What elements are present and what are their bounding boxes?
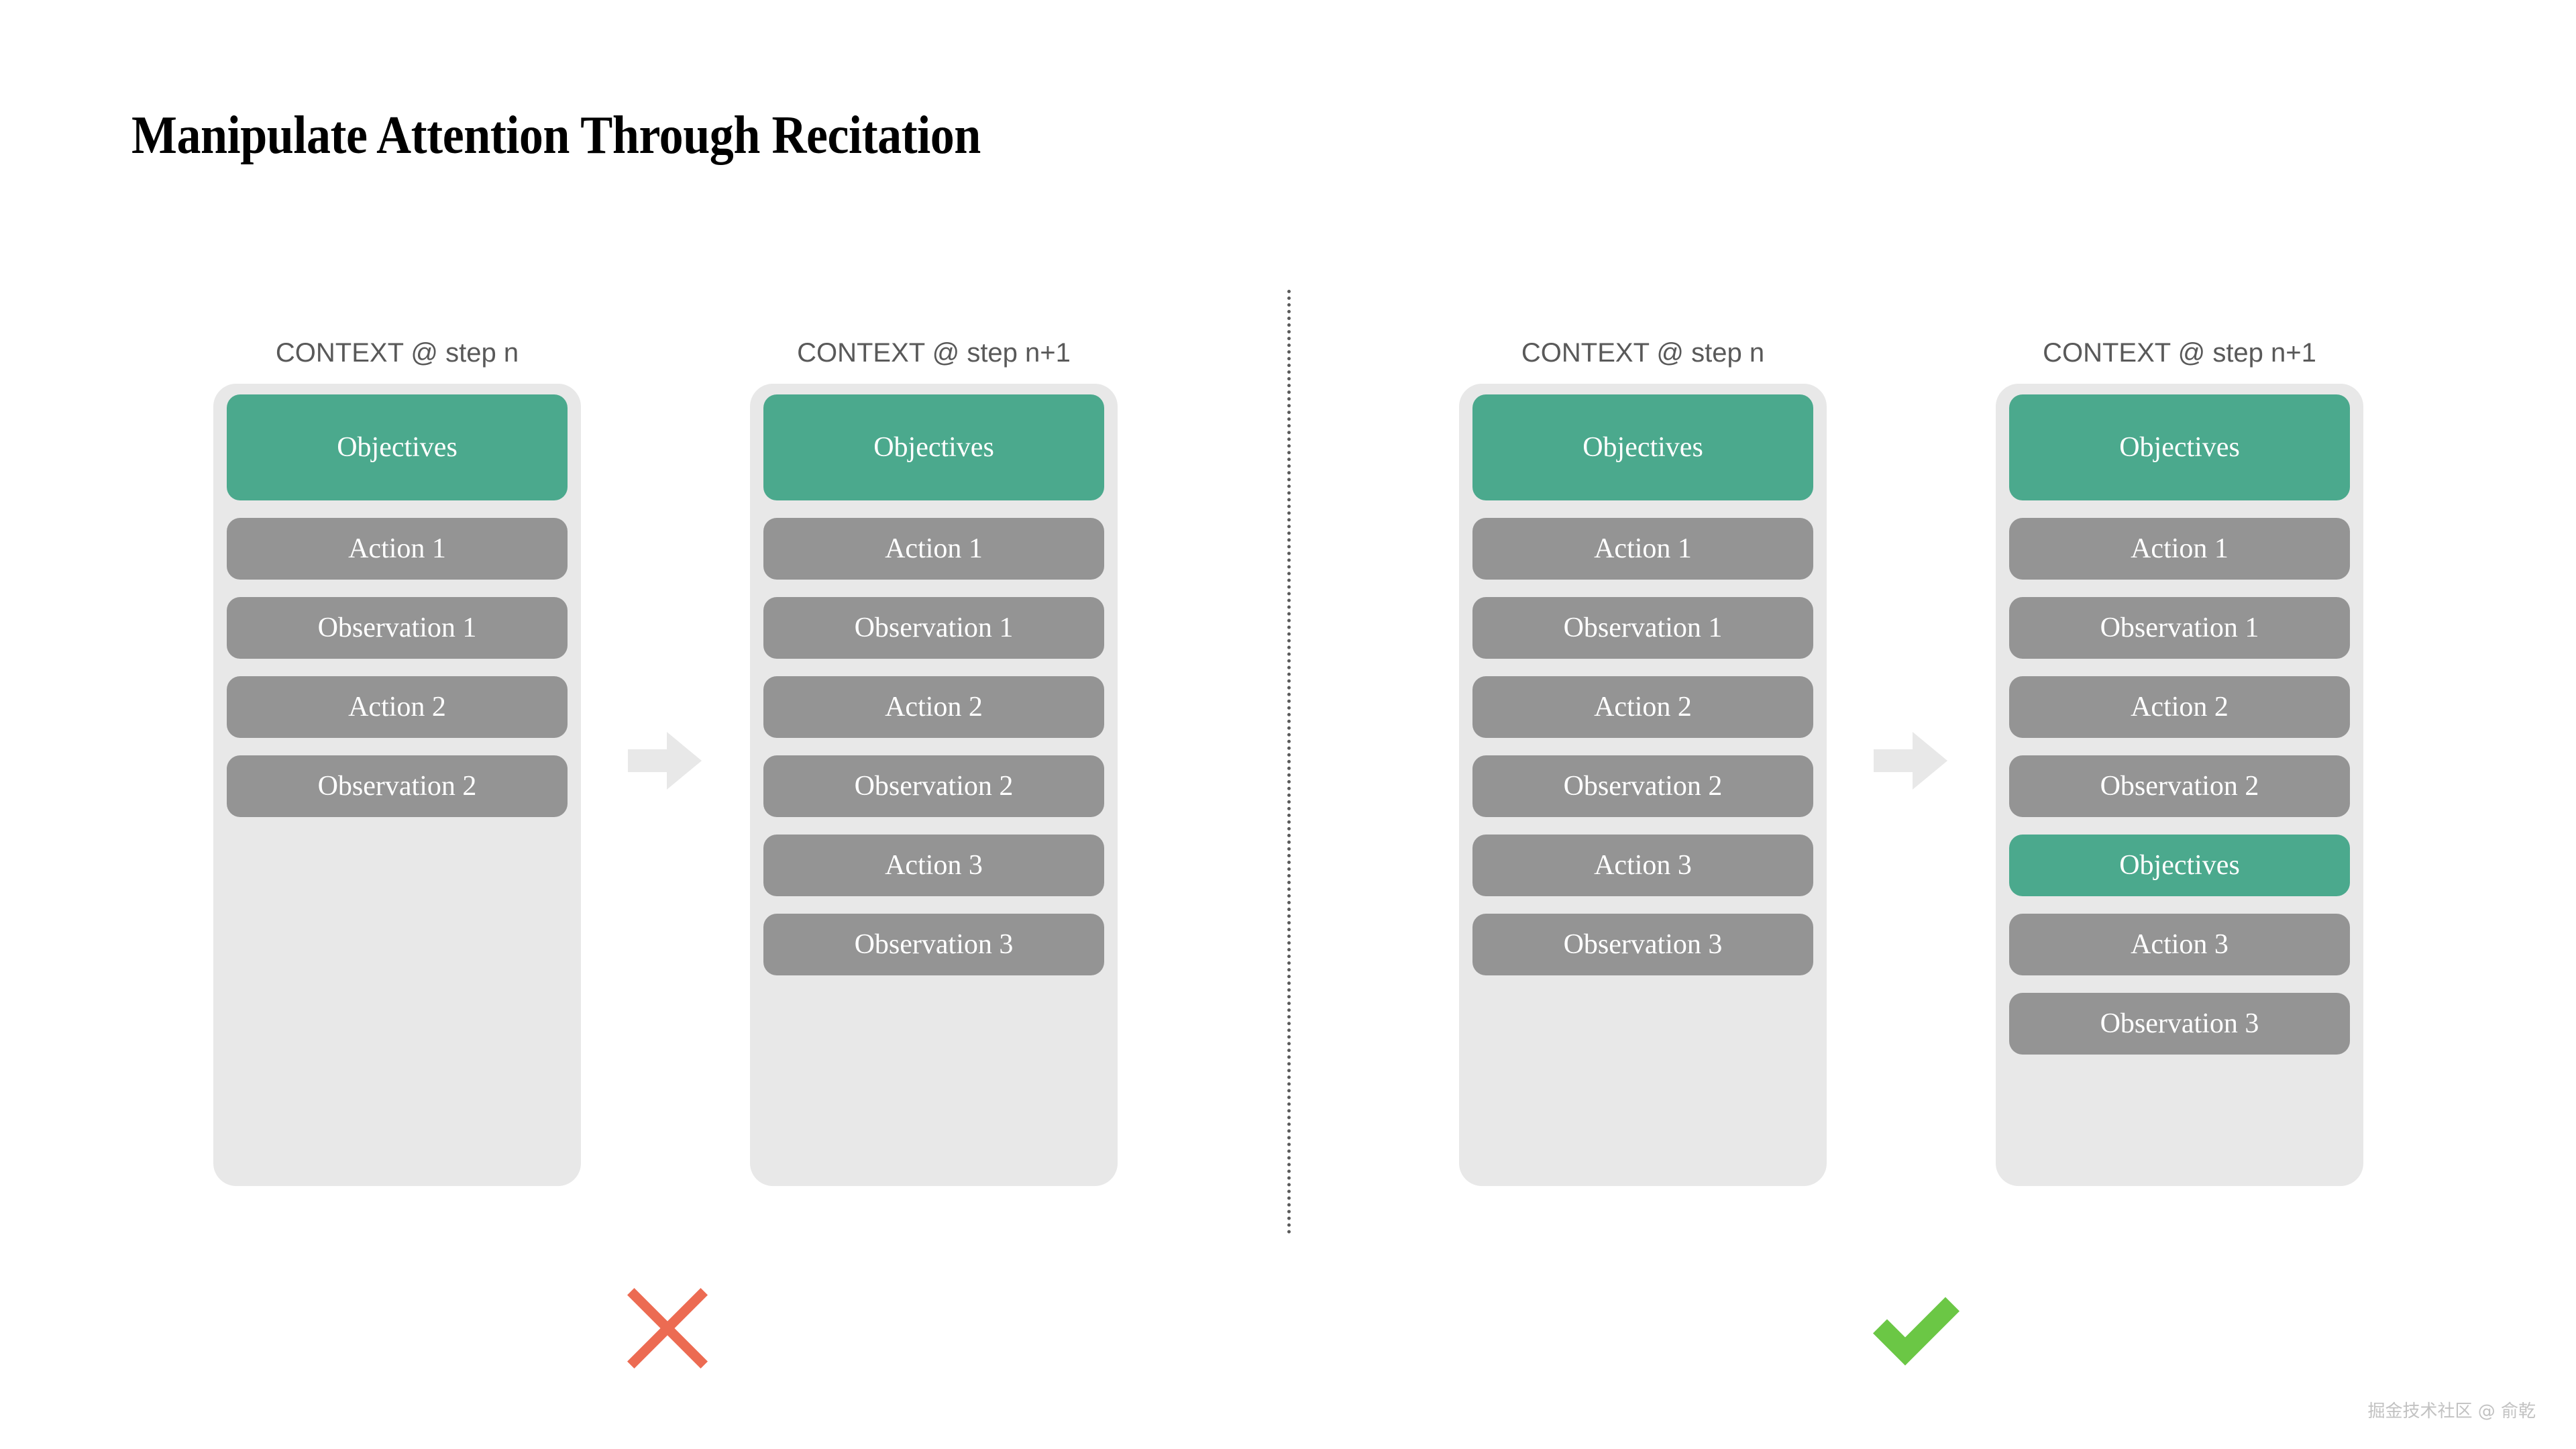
section-divider — [1287, 290, 1291, 1234]
context-block: Action 2 — [2009, 676, 2350, 738]
page-title: Manipulate Attention Through Recitation — [131, 106, 981, 165]
right-arrow-icon — [628, 732, 702, 790]
context-block: Action 2 — [1472, 676, 1813, 738]
column-header: CONTEXT @ step n+1 — [797, 338, 1071, 368]
context-block: Action 1 — [227, 518, 568, 580]
objectives-block: Objectives — [2009, 835, 2350, 896]
arrow-shaft — [1874, 749, 1918, 772]
arrow-head — [1913, 732, 1947, 790]
arrow-shaft — [628, 749, 672, 772]
context-block: Observation 2 — [763, 755, 1104, 817]
context-block: Action 2 — [763, 676, 1104, 738]
context-block: Observation 2 — [227, 755, 568, 817]
context-block: Action 3 — [2009, 914, 2350, 975]
right-arrow-icon — [1874, 732, 1947, 790]
objectives-block: Objectives — [227, 394, 568, 500]
context-block: Action 3 — [1472, 835, 1813, 896]
cross-icon — [617, 1278, 718, 1379]
column-header: CONTEXT @ step n — [275, 338, 519, 368]
check-icon — [1865, 1278, 1966, 1379]
objectives-block: Objectives — [763, 394, 1104, 500]
context-block: Action 1 — [763, 518, 1104, 580]
context-block: Observation 3 — [2009, 993, 2350, 1055]
context-block: Observation 1 — [1472, 597, 1813, 659]
arrow-head — [667, 732, 702, 790]
context-block: Action 3 — [763, 835, 1104, 896]
context-block: Observation 1 — [227, 597, 568, 659]
watermark: 掘金技术社区 @ 俞乾 — [2367, 1401, 2536, 1421]
context-block: Observation 2 — [1472, 755, 1813, 817]
context-block: Observation 2 — [2009, 755, 2350, 817]
context-block: Action 2 — [227, 676, 568, 738]
objectives-block: Objectives — [1472, 394, 1813, 500]
context-block: Observation 3 — [763, 914, 1104, 975]
context-block: Action 1 — [1472, 518, 1813, 580]
context-block: Observation 1 — [763, 597, 1104, 659]
context-block: Observation 1 — [2009, 597, 2350, 659]
objectives-block: Objectives — [2009, 394, 2350, 500]
context-block: Observation 3 — [1472, 914, 1813, 975]
column-header: CONTEXT @ step n — [1521, 338, 1765, 368]
column-header: CONTEXT @ step n+1 — [2043, 338, 2316, 368]
context-block: Action 1 — [2009, 518, 2350, 580]
